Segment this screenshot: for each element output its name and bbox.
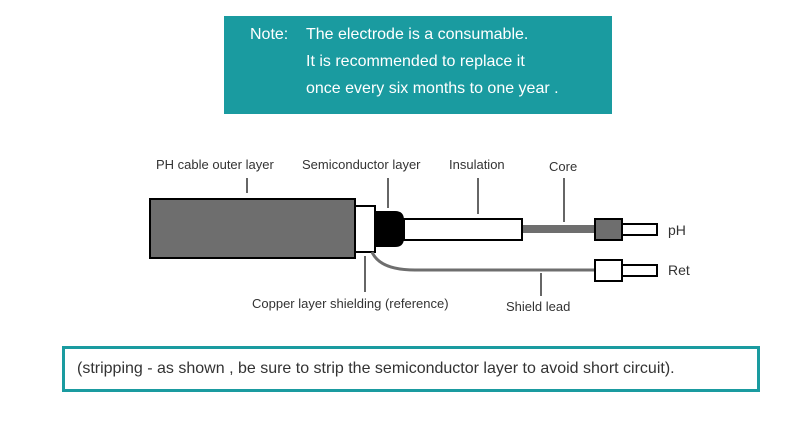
label-insulation: Insulation xyxy=(449,157,505,172)
note-label: Note: xyxy=(250,26,289,43)
ret-connector-body xyxy=(594,259,623,282)
label-outer-layer: PH cable outer layer xyxy=(156,157,274,172)
note-line: once every six months to one year . xyxy=(306,80,559,97)
outer-layer-jacket xyxy=(149,198,356,259)
insulation xyxy=(403,218,523,241)
label-copper-shield: Copper layer shielding (reference) xyxy=(252,296,449,311)
label-core: Core xyxy=(549,159,577,174)
label-semiconductor: Semiconductor layer xyxy=(302,157,421,172)
label-ret-terminal: Ret xyxy=(668,262,690,278)
ret-connector-pin xyxy=(621,264,658,277)
shield-lead xyxy=(370,251,595,272)
ph-connector-body xyxy=(594,218,623,241)
stripping-tip-text: (stripping - as shown , be sure to strip… xyxy=(77,360,675,377)
note-box: Note: The electrode is a consumable. It … xyxy=(224,16,612,114)
label-ph-terminal: pH xyxy=(668,222,686,238)
note-line: It is recommended to replace it xyxy=(306,53,525,70)
core-wire xyxy=(523,225,595,233)
label-shield-lead: Shield lead xyxy=(506,299,570,314)
stripping-tip-box: (stripping - as shown , be sure to strip… xyxy=(62,346,760,392)
ph-connector-pin xyxy=(621,223,658,236)
copper-shielding xyxy=(354,205,376,253)
note-line: The electrode is a consumable. xyxy=(306,26,529,43)
semiconductor-layer xyxy=(375,211,404,247)
